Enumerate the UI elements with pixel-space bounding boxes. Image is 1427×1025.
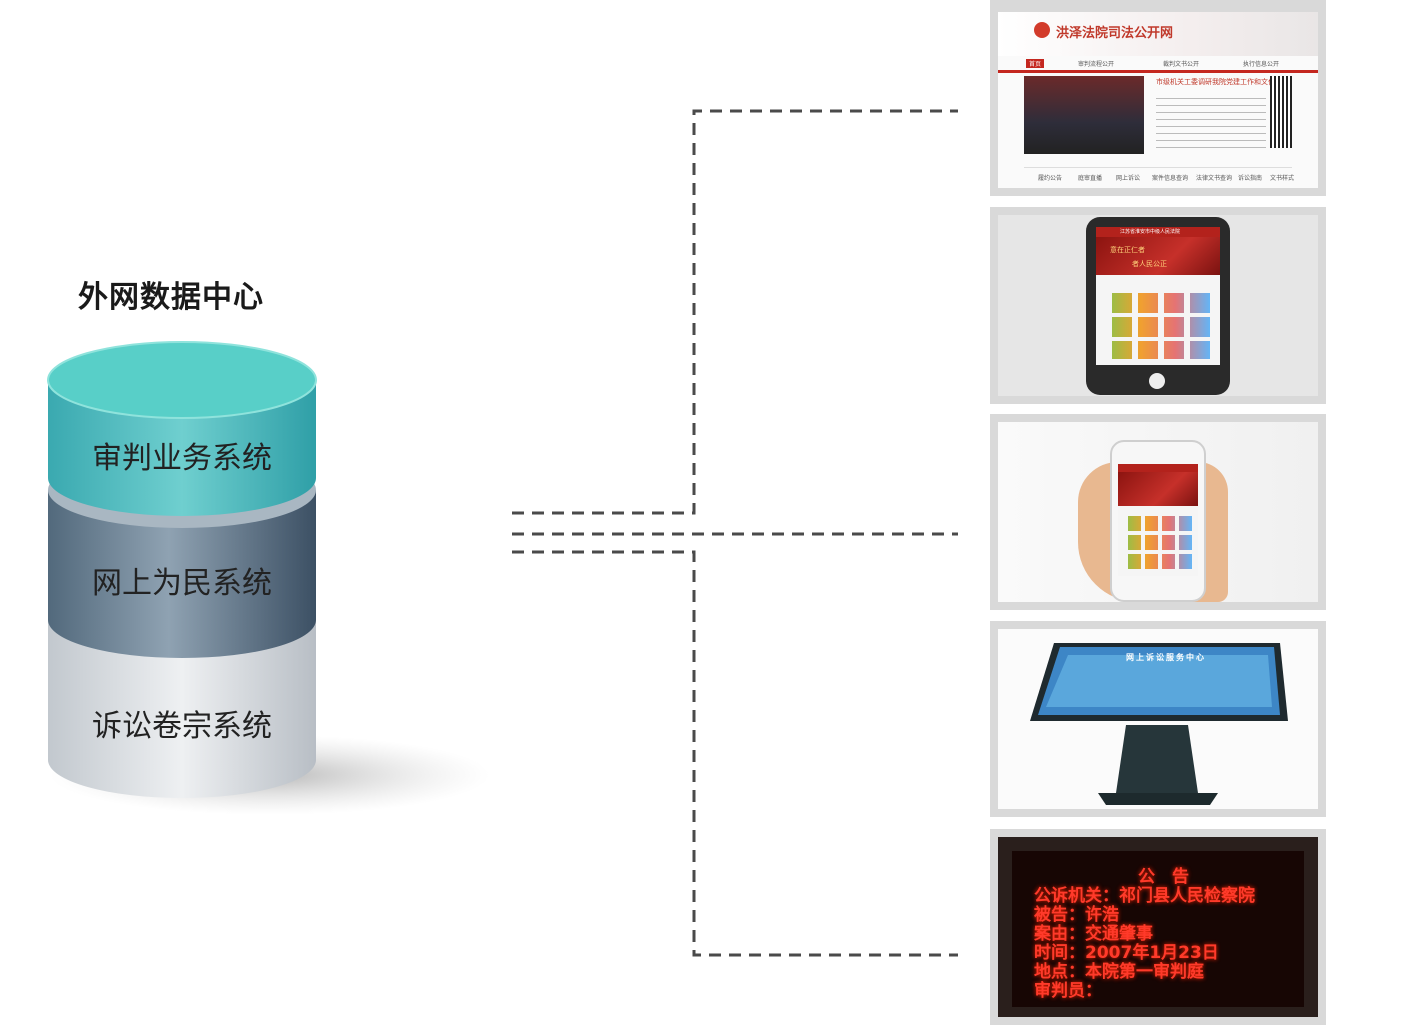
kiosk-image xyxy=(1030,643,1288,805)
footer-link[interactable]: 庭审直播 xyxy=(1078,175,1103,182)
led-line: 时间：2007年1月23日 xyxy=(1034,943,1219,963)
system-label-litigation: 诉讼卷宗系统 xyxy=(92,709,272,744)
led-line: 地点：本院第一审判庭 xyxy=(1034,962,1204,982)
led-line: 被告：许浩 xyxy=(1034,905,1119,925)
tablet-screen: 江苏省淮安市中级人民法院 意在正仁者 者人民公正 xyxy=(1096,227,1220,365)
phone-screen xyxy=(1118,464,1198,576)
led-line: 案由：交通肇事 xyxy=(1034,924,1153,944)
nav-execution-info[interactable]: 执行信息公开 xyxy=(1243,61,1280,68)
tablet-court-name: 江苏省淮安市中级人民法院 xyxy=(1120,229,1181,235)
tablet-slogan-1: 意在正仁者 xyxy=(1110,246,1145,254)
tablet-app-bar: 江苏省淮安市中级人民法院 xyxy=(1096,227,1220,237)
cylinder-middle xyxy=(48,490,316,658)
cylinder-top-cap xyxy=(48,342,316,418)
website-name: 洪泽法院司法公开网 xyxy=(1056,26,1174,41)
phone-app-bar xyxy=(1118,464,1198,472)
website-news-photo xyxy=(1024,76,1144,154)
connector-bottom xyxy=(512,550,958,957)
cylinder-bottom xyxy=(48,620,316,798)
tablet-slogan-2: 者人民公正 xyxy=(1132,260,1167,268)
panel-tablet: 江苏省淮安市中级人民法院 意在正仁者 者人民公正 xyxy=(990,207,1326,404)
website-nav: 首页 审判流程公开 裁判文书公开 执行信息公开 xyxy=(998,58,1318,73)
tablet-home-button[interactable] xyxy=(1149,373,1165,389)
panel-led-board xyxy=(990,829,1326,1025)
footer-link[interactable]: 诉讼指南 xyxy=(1238,175,1263,182)
led-line: 公诉机关：祁门县人民检察院 xyxy=(1034,886,1255,906)
court-emblem-icon xyxy=(1034,22,1050,38)
system-label-trial: 审判业务系统 xyxy=(92,441,272,476)
led-screen xyxy=(1012,851,1304,1007)
footer-link[interactable]: 履约公告 xyxy=(1038,175,1063,182)
footer-link[interactable]: 网上诉讼 xyxy=(1116,175,1141,182)
website-header: 洪泽法院司法公开网 xyxy=(998,12,1318,56)
panel-kiosk: 网上诉讼服务中心 xyxy=(990,621,1326,817)
tablet-banner: 意在正仁者 者人民公正 xyxy=(1096,237,1220,275)
nav-home[interactable]: 首页 xyxy=(1026,59,1045,68)
panel-phone xyxy=(990,414,1326,610)
website-headline[interactable]: 市级机关工委调研我院党建工作和文化建设 xyxy=(1156,78,1289,86)
data-center-title: 外网数据中心 xyxy=(78,280,264,315)
system-label-online: 网上为民系统 xyxy=(92,566,272,601)
led-line-title: 公 告 xyxy=(1138,867,1189,887)
website-news-list xyxy=(1156,92,1266,150)
phone-device xyxy=(1110,440,1206,602)
connector-top xyxy=(512,109,958,515)
nav-judgment-docs[interactable]: 裁判文书公开 xyxy=(1163,61,1200,68)
phone-banner xyxy=(1118,472,1198,506)
footer-link[interactable]: 案件信息查询 xyxy=(1152,175,1189,182)
website-footer: 履约公告 庭审直播 网上诉讼 案件信息查询 法律文书查询 诉讼指南 文书样式 xyxy=(1024,167,1295,186)
database-cylinder-stack xyxy=(47,341,490,815)
tablet-device: 江苏省淮安市中级人民法院 意在正仁者 者人民公正 xyxy=(1086,217,1230,395)
panel-website: 洪泽法院司法公开网 首页 审判流程公开 裁判文书公开 执行信息公开 市级机关工委… xyxy=(990,0,1326,196)
led-line: 审判员： xyxy=(1034,981,1102,1001)
footer-link[interactable]: 文书样式 xyxy=(1270,175,1295,182)
kiosk-title: 网上诉讼服务中心 xyxy=(1126,653,1206,662)
tablet-app-grid[interactable] xyxy=(1106,289,1210,359)
phone-app-grid[interactable] xyxy=(1124,512,1192,570)
qr-code-icon xyxy=(1270,76,1292,148)
nav-trial-process[interactable]: 审判流程公开 xyxy=(1078,61,1115,68)
footer-link[interactable]: 法律文书查询 xyxy=(1196,175,1233,182)
